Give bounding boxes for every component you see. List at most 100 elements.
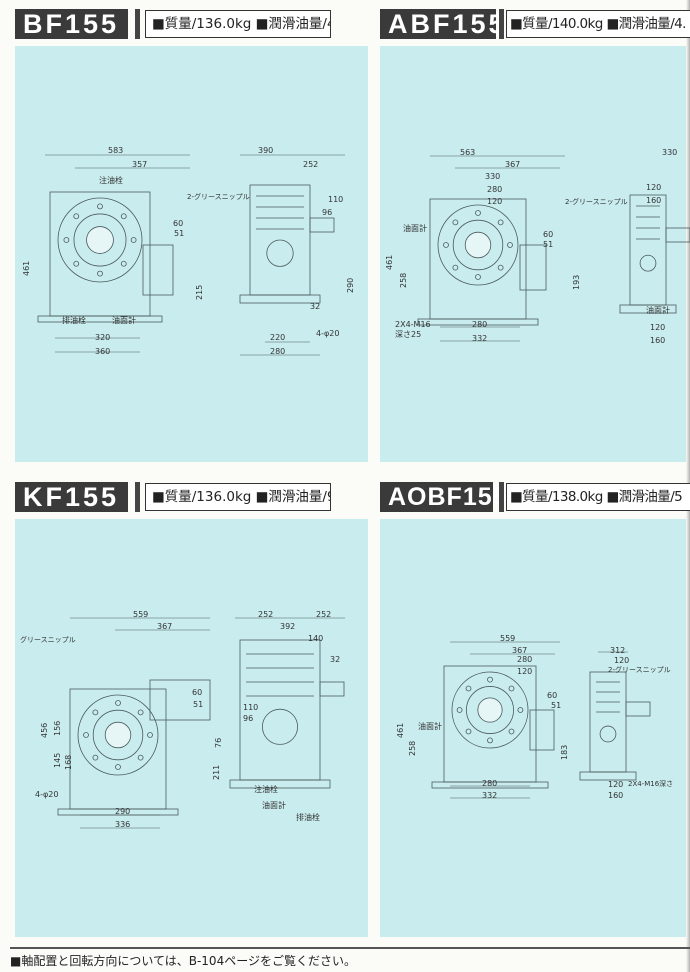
dimension-label: 120 (646, 183, 662, 192)
housing-outline (443, 665, 537, 783)
shaft-bore (86, 226, 114, 254)
mass-spec: ■質量/136.0kg (152, 489, 252, 505)
dimension-label: 51 (193, 700, 204, 709)
bolt-hole (487, 737, 493, 744)
base-plate (417, 318, 539, 326)
bolt-hole (465, 685, 472, 692)
bolt-hole (452, 264, 459, 271)
dimension-label: 油面計 (646, 306, 670, 315)
motor-adapter (149, 679, 211, 721)
dimension-label: 2-グリースニップル (565, 198, 628, 206)
dimension-label: 168 (64, 754, 73, 770)
gear-flange-inner (452, 219, 504, 271)
bolt-hole (92, 754, 99, 761)
dimension-label: 2-グリースニップル (187, 193, 250, 201)
dimension-label: 312 (610, 646, 626, 655)
dimension-label: 252 (316, 610, 332, 619)
dimension-label: 120 (650, 323, 666, 332)
output-shaft (319, 681, 345, 697)
dimension-label: 392 (280, 622, 296, 631)
dimension-label: 280 (517, 655, 533, 664)
dimension-label: 211 (212, 764, 221, 780)
dimension-label: 120 (517, 667, 533, 676)
bolt-hole (147, 732, 153, 738)
side-housing (589, 671, 627, 773)
dimension-label: 2X4-M16深さ (628, 780, 674, 788)
bolt-hole (475, 274, 481, 280)
motor-adapter (519, 244, 547, 291)
gear-flange (437, 204, 519, 286)
side-housing (629, 194, 667, 306)
bolt-hole (497, 219, 504, 226)
mass-spec: ■質量/136.0kg (152, 16, 252, 32)
dimension-label: 油面計 (112, 316, 136, 325)
bolt-hole (97, 203, 103, 210)
dimension-label: 160 (608, 791, 624, 800)
base-plate (431, 781, 549, 789)
dimension-label: 145 (53, 752, 62, 768)
spec-box: ■質量/140.0kg ■潤滑油量/4. (506, 10, 690, 38)
bolt-hole (73, 213, 80, 220)
dimension-label: 96 (322, 208, 333, 217)
footnote: ■軸配置と回転方向については、B-104ページをご覧ください。 (10, 954, 356, 968)
bolt-hole (487, 676, 493, 683)
dimension-label: 461 (385, 254, 394, 270)
dimension-label: 4-φ20 (35, 790, 59, 799)
bolt-hole (465, 728, 472, 735)
header-bar (499, 9, 504, 39)
dimension-label: 559 (133, 610, 149, 619)
dimension-label: 60 (173, 219, 184, 228)
dimension-label: 559 (500, 634, 516, 643)
housing-outline (49, 191, 151, 317)
shaft-bore (104, 721, 132, 749)
dimension-label: 461 (22, 260, 31, 276)
bolt-hole (508, 728, 515, 735)
dimension-label: 32 (310, 302, 321, 311)
model-title-aobf155: AOBF155 (380, 482, 507, 512)
bolt-hole (508, 685, 515, 692)
divider (10, 947, 690, 949)
side-flange (266, 239, 294, 267)
dimension-label: 96 (243, 714, 254, 723)
bolt-hole (517, 707, 524, 713)
dimension-label: 60 (543, 230, 554, 239)
bolt-hole (120, 260, 127, 267)
dimension-label: 120 (487, 197, 503, 206)
spec-box: ■質量/138.0kg ■潤滑油量/5 (506, 483, 690, 511)
header-bar (499, 482, 504, 512)
oil-spec: ■潤滑油量/4.2 (255, 16, 330, 32)
bolt-hole (97, 270, 103, 277)
side-flange (261, 708, 298, 745)
shaft-bore (464, 231, 492, 259)
dimension-label: 排油栓 (62, 316, 86, 325)
bolt-hole (507, 242, 513, 248)
dimension-label: 110 (328, 195, 344, 204)
dimension-label: 583 (108, 146, 124, 155)
model-title-bf155: BF155 (15, 9, 128, 39)
side-flange (599, 725, 617, 743)
dimension-label: 280 (482, 779, 498, 788)
dimension-label: 60 (547, 691, 558, 700)
output-shaft (665, 227, 690, 243)
header-bar (135, 482, 140, 512)
dimension-label: 252 (258, 610, 274, 619)
bolt-hole (73, 260, 80, 267)
gear-flange-inner (466, 686, 514, 734)
dimension-label: 76 (214, 737, 223, 748)
bolt-hole (456, 707, 463, 713)
dimension-label: 油面計 (403, 224, 427, 233)
dimension-label: 258 (408, 740, 417, 756)
bolt-hole (137, 709, 144, 716)
dimension-label: 280 (270, 347, 286, 356)
dimension-label: 4-φ20 (316, 329, 340, 338)
bolt-hole (130, 237, 137, 243)
gear-flange-inner (92, 709, 144, 761)
gear-flange (77, 694, 159, 776)
spec-box: ■質量/136.0kg ■潤滑油量/9.5 (145, 483, 331, 511)
dimension-label: 367 (505, 160, 521, 169)
housing-outline (69, 688, 167, 810)
output-shaft (309, 217, 335, 233)
bolt-hole (475, 210, 481, 216)
dimension-label: 156 (53, 720, 62, 736)
